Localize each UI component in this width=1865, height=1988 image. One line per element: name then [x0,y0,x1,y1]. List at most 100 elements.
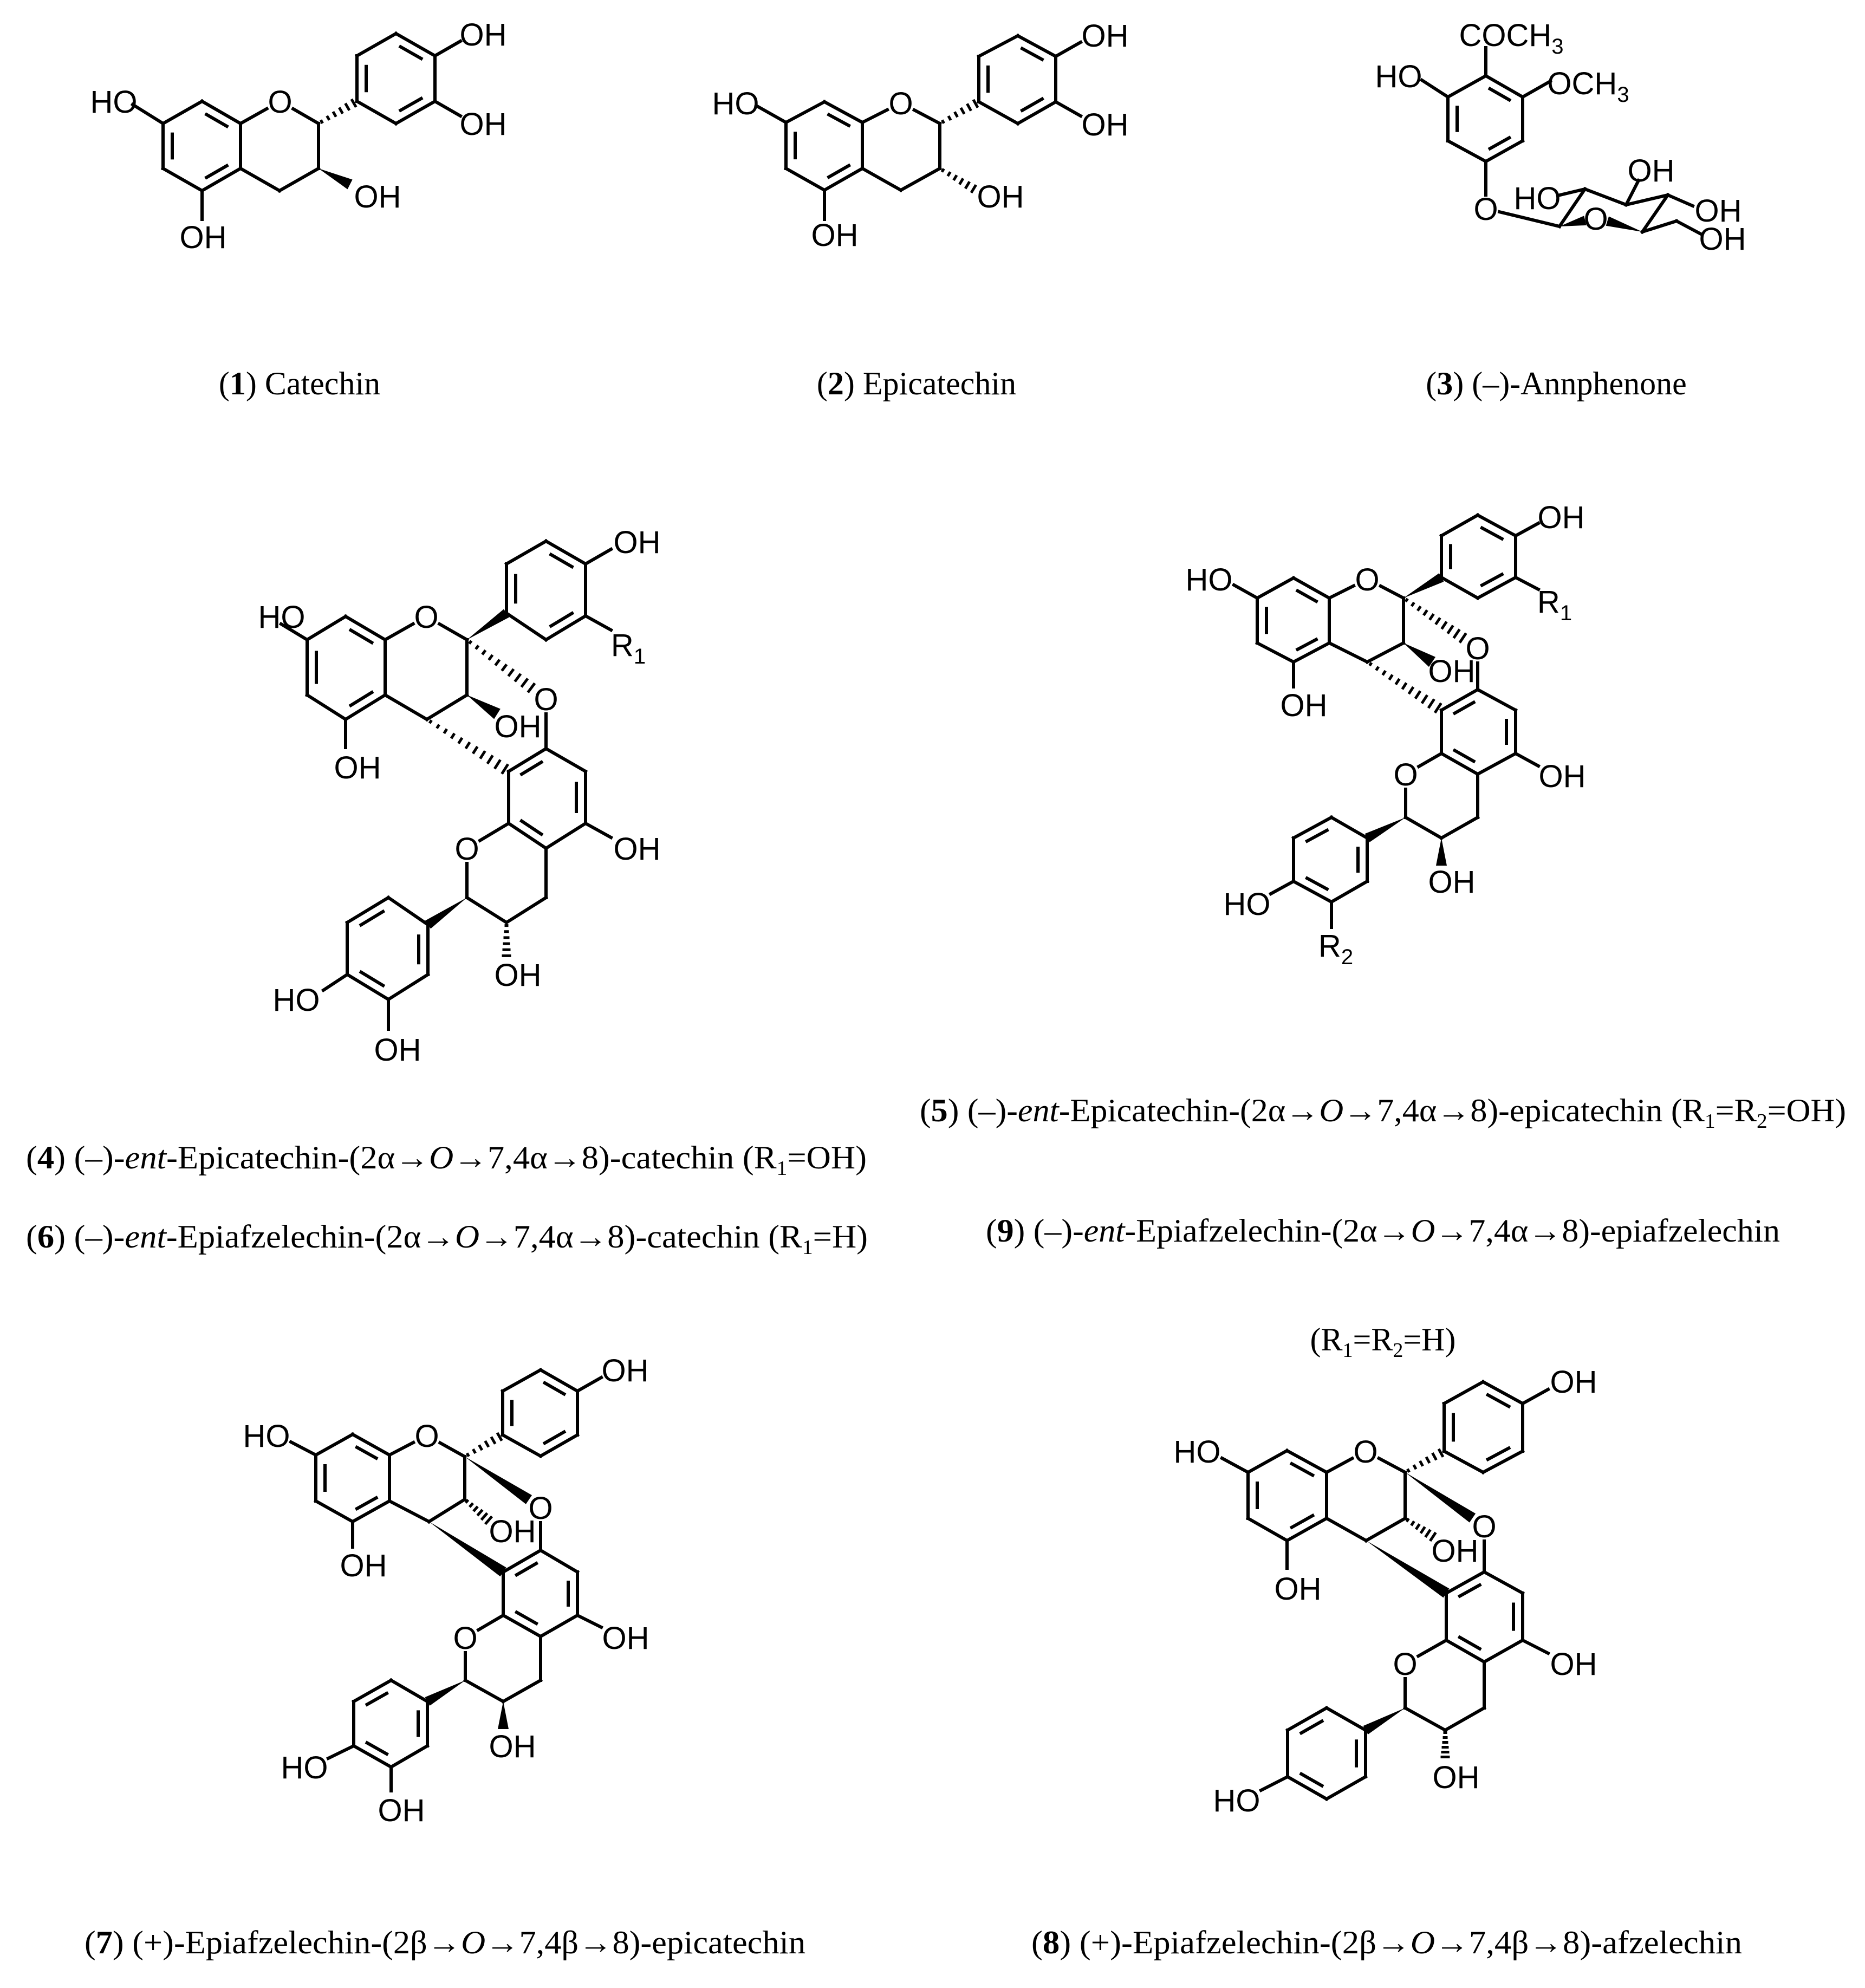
double-bond-line [1452,700,1476,716]
atom-label: OH [378,1793,425,1828]
single-bond [437,621,470,642]
atom-label: HO [1213,1783,1260,1818]
atom-label: OH [460,17,507,53]
single-bond [1445,73,1489,100]
single-bond [432,99,463,119]
atom-label: O [1393,1647,1417,1682]
hashed-bond [464,1499,493,1525]
single-bond [386,895,431,927]
single-bond [1439,751,1480,777]
single-bond [783,99,827,125]
single-bond [898,166,943,193]
double-bond-line [827,112,851,128]
single-bond [1439,815,1480,841]
caption-compound-3: (3) (–)-Annphenone [1426,366,1687,401]
single-bond [1674,218,1704,237]
single-bond [504,610,549,642]
single-bond [538,1432,580,1459]
double-bond-line [204,112,229,129]
single-bond [1284,1516,1329,1543]
single-bond [583,613,614,633]
hashed-bond [940,168,977,194]
single-bond [583,547,614,567]
wedge-bond [1363,1708,1405,1734]
single-bond [463,1678,506,1704]
single-bond [1497,210,1562,229]
single-bond [506,821,549,851]
single-bond [238,106,269,126]
single-bond [500,1432,543,1459]
double-bond-line [1487,135,1512,151]
atom-label: OH [489,1729,536,1764]
single-bond [351,1743,394,1770]
single-bond [313,1432,355,1458]
atom-label: OH [1433,1760,1480,1795]
double-bond-line [542,1430,567,1446]
single-bond [538,1613,580,1639]
atom-label: OH [1695,193,1742,229]
single-bond [504,895,549,925]
hashed-bond [1405,1517,1437,1542]
single-bond [976,33,1021,59]
single-bond [1475,687,1518,713]
double-bond-line [348,690,374,708]
atom-label: OH [811,218,859,253]
single-bond [912,108,943,126]
atom-label: O [528,1491,553,1526]
single-bond [304,614,348,642]
wedge-bond [1364,817,1406,842]
wedge-bond [429,1522,506,1577]
hashed-bond [1440,1731,1450,1758]
double-bond-line [514,1561,539,1577]
single-bond [783,166,827,193]
atom-label: OH [1281,688,1328,723]
single-bond [1258,1774,1290,1793]
double-bond-line [359,970,386,988]
single-bond [1231,582,1260,601]
double-bond-line [514,1610,539,1626]
single-bond [1284,1448,1329,1475]
atom-label: OH [1428,865,1476,900]
atom-label: R1 [1537,584,1572,625]
single-bond [1416,1638,1449,1659]
double-bond-line [1289,1461,1315,1478]
atom-label: O [414,600,438,635]
atom-label: OH [495,958,542,993]
wedge-bond [1436,838,1447,866]
double-bond-line [1289,1513,1315,1530]
atom-label: OH [340,1548,387,1583]
single-bond [438,1440,467,1459]
single-bond [350,1498,392,1524]
single-bond [351,1678,394,1704]
single-bond [343,614,388,642]
double-bond-line [1457,1583,1482,1599]
single-bond [1439,575,1480,601]
single-bond [538,1548,580,1575]
atom-label: OH [1539,759,1586,794]
atom-label: OH [1699,222,1746,257]
double-bond-line [549,611,575,628]
single-bond [506,746,549,774]
atom-label: OH [1432,1534,1479,1569]
single-bond [424,692,470,722]
single-bond [313,1498,355,1524]
single-bond [1513,521,1541,538]
single-bond [543,746,588,774]
atom-label: OH [374,1032,421,1068]
atom-label: HO [281,1750,328,1785]
caption-compound-8: (8) (+)-Epiafzelechin-(2β→O→7,4β→8)-afze… [1031,1925,1742,1960]
double-bond-line [1299,1771,1324,1788]
single-bond [1327,583,1356,601]
atom-label: O [1355,562,1379,597]
caption-compound-7: (7) (+)-Epiafzelechin-(2β→O→7,4β→8)-epic… [85,1925,805,1960]
atom-label: OH [1082,18,1129,54]
wedge-bond [1606,216,1642,232]
double-bond-line [1487,86,1512,102]
atom-label: O [1353,1434,1377,1470]
single-bond [1624,193,1670,207]
single-bond [1329,879,1370,905]
atom-label: OH [614,831,661,867]
hashed-bond [1406,1448,1445,1473]
